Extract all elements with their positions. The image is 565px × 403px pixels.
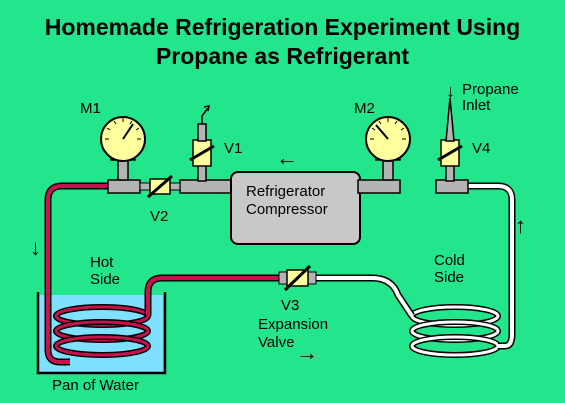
label-expansion-line-2: Valve [258,334,295,351]
label-cold-line-1: Cold [434,252,465,269]
left-fitting-b [179,179,233,194]
pan [36,292,167,375]
right-fitting-b [435,179,469,194]
arrow-flow-left: ← [276,145,298,170]
diagram-title-line-1: Homemade Refrigeration Experiment Using [44,14,521,40]
compressor [230,171,361,245]
cold-coil [409,304,501,358]
propane-inlet-nozzle [445,97,455,142]
arrow-flow-right: → [296,340,318,365]
label-hot-line-2: Side [90,271,121,288]
label-m2: M2 [354,100,375,117]
label-compressor-line-1: Refrigerator [246,183,326,200]
label-hot-line-1: Hot [90,254,114,271]
label-pan-of-water: Pan of Water [52,377,139,394]
arrow-flow-down: ↓ [30,235,41,260]
arrow-flow-up: ↑ [515,213,526,238]
label-v2: V2 [150,208,169,225]
label-propane-line-2: Inlet [462,97,491,114]
hot-pipe-to-v3 [144,274,285,316]
diagram-title-line-2: Propane as Refrigerant [155,43,410,69]
label-v1: V1 [224,140,243,157]
arrow-propane-in: ↓ [446,81,455,101]
label-v4: V4 [472,140,491,157]
label-cold-line-2: Side [434,269,465,286]
right-fitting-a [357,179,401,194]
label-v3: V3 [281,297,300,314]
label-m1: M1 [80,100,101,117]
left-fitting-a [107,179,141,194]
label-compressor-line-2: Compressor [246,201,328,218]
label-propane-line-1: Propane [462,81,519,98]
label-expansion-line-1: Expansion [258,316,329,333]
